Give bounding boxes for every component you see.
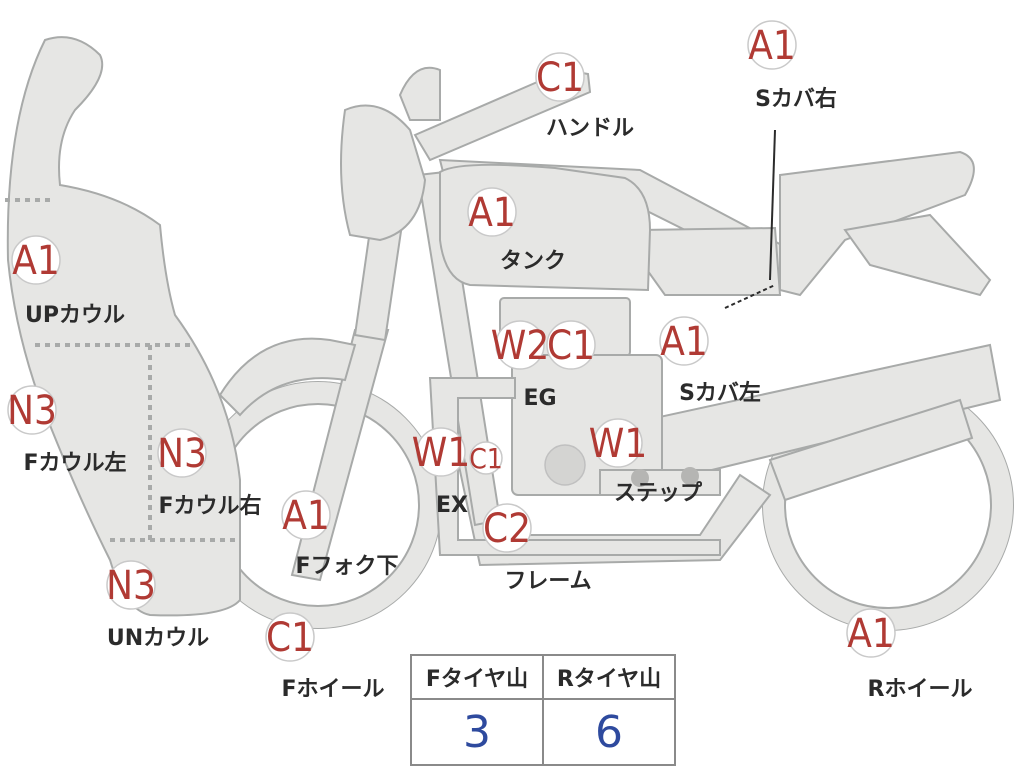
mirror — [398, 66, 441, 121]
up-cowl-label: UPカウル — [25, 303, 125, 328]
f-cowl-right-label: Fカウル右 — [158, 494, 261, 519]
eg-label: EG — [523, 386, 556, 411]
leader-line-dashed — [724, 284, 776, 309]
frame-code: C2 — [483, 506, 531, 552]
tire-tread-table: Fタイヤ山 Rタイヤ山 3 6 — [410, 654, 676, 766]
f-cowl-left-label: Fカウル左 — [23, 450, 126, 476]
rear-tire-label: Rタイヤ山 — [542, 654, 676, 700]
step-peg-right — [681, 467, 699, 485]
ex-label: EX — [436, 493, 468, 518]
ex-code-a: W1 — [412, 430, 470, 476]
code-badge — [846, 608, 896, 658]
code-badge — [495, 320, 545, 370]
eg-code-b: C1 — [547, 323, 595, 369]
handle-code: C1 — [536, 55, 584, 101]
code-badge — [593, 418, 643, 468]
tank-label: タンク — [500, 249, 566, 274]
up-cowl-code: A1 — [12, 238, 60, 284]
f-cowl-left-code: N3 — [7, 388, 57, 434]
code-badge — [157, 428, 207, 478]
f-fork-label: Fフォク下 — [295, 554, 398, 579]
code-badge — [281, 490, 331, 540]
s-cover-left-label: Sカバ左 — [679, 380, 761, 406]
code-badge — [106, 560, 156, 610]
s-cover-left-code: A1 — [660, 319, 708, 365]
code-badge — [469, 441, 503, 475]
code-badge — [11, 235, 61, 285]
ex-code-b: C1 — [469, 442, 503, 475]
eg-code-a: W2 — [491, 323, 549, 369]
exhaust-pipe — [428, 377, 721, 556]
rear-shock — [768, 398, 974, 502]
code-badge — [482, 503, 532, 553]
rear-cowl — [843, 213, 992, 297]
f-wheel-label: Fホイール — [281, 677, 384, 702]
code-badge — [535, 52, 585, 102]
code-badge — [747, 20, 797, 70]
frame-label: フレーム — [504, 569, 591, 594]
f-wheel-code: C1 — [266, 615, 314, 661]
step-peg-left — [631, 469, 649, 487]
code-badge — [546, 320, 596, 370]
front-tire-label: Fタイヤ山 — [410, 654, 544, 700]
s-cover-right-code: A1 — [748, 23, 796, 69]
code-badge — [265, 612, 315, 662]
rear-tire-value: 6 — [542, 698, 676, 766]
front-tire-value: 3 — [410, 698, 544, 766]
r-wheel-label: Rホイール — [868, 677, 973, 702]
headlight — [340, 104, 427, 242]
un-cowl-code: N3 — [106, 563, 156, 609]
code-badge — [659, 316, 709, 366]
f-cowl-right-code: N3 — [157, 431, 207, 477]
code-badge — [7, 385, 57, 435]
s-cover-right-label: Sカバ右 — [755, 87, 837, 112]
engine-cover — [544, 444, 586, 486]
front-fender — [218, 337, 357, 417]
handle-label: ハンドル — [546, 116, 634, 141]
tank-code: A1 — [468, 190, 516, 236]
code-badge — [416, 427, 466, 477]
un-cowl-label: UNカウル — [107, 626, 209, 651]
leader-line — [769, 129, 776, 281]
f-fork-code: A1 — [282, 493, 330, 539]
code-badge — [467, 187, 517, 237]
step-code: W1 — [589, 421, 647, 467]
step-label: ステップ — [614, 481, 703, 506]
r-wheel-code: A1 — [847, 611, 895, 657]
side-cover — [639, 226, 782, 296]
